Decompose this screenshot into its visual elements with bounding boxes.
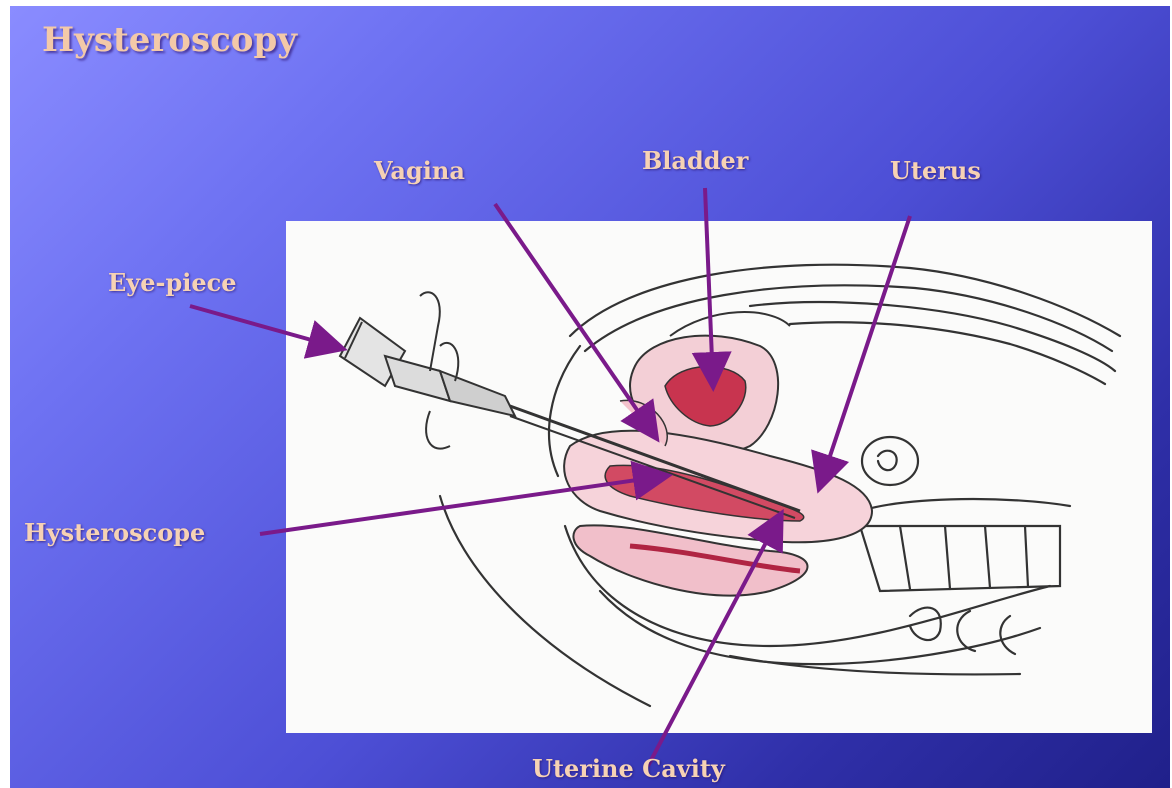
label-bladder: Bladder [642,146,748,175]
label-hysteroscope: Hysteroscope [24,518,205,547]
label-eye-piece: Eye-piece [108,268,237,297]
slide-title: Hysteroscopy [42,20,297,60]
label-uterus: Uterus [890,156,981,185]
label-vagina: Vagina [374,156,465,185]
slide: Hysteroscopy Vagina Bladder Uterus Eye-p… [10,6,1170,788]
hysteroscopy-illustration [10,6,1170,788]
label-uterine-cavity: Uterine Cavity [532,754,725,783]
